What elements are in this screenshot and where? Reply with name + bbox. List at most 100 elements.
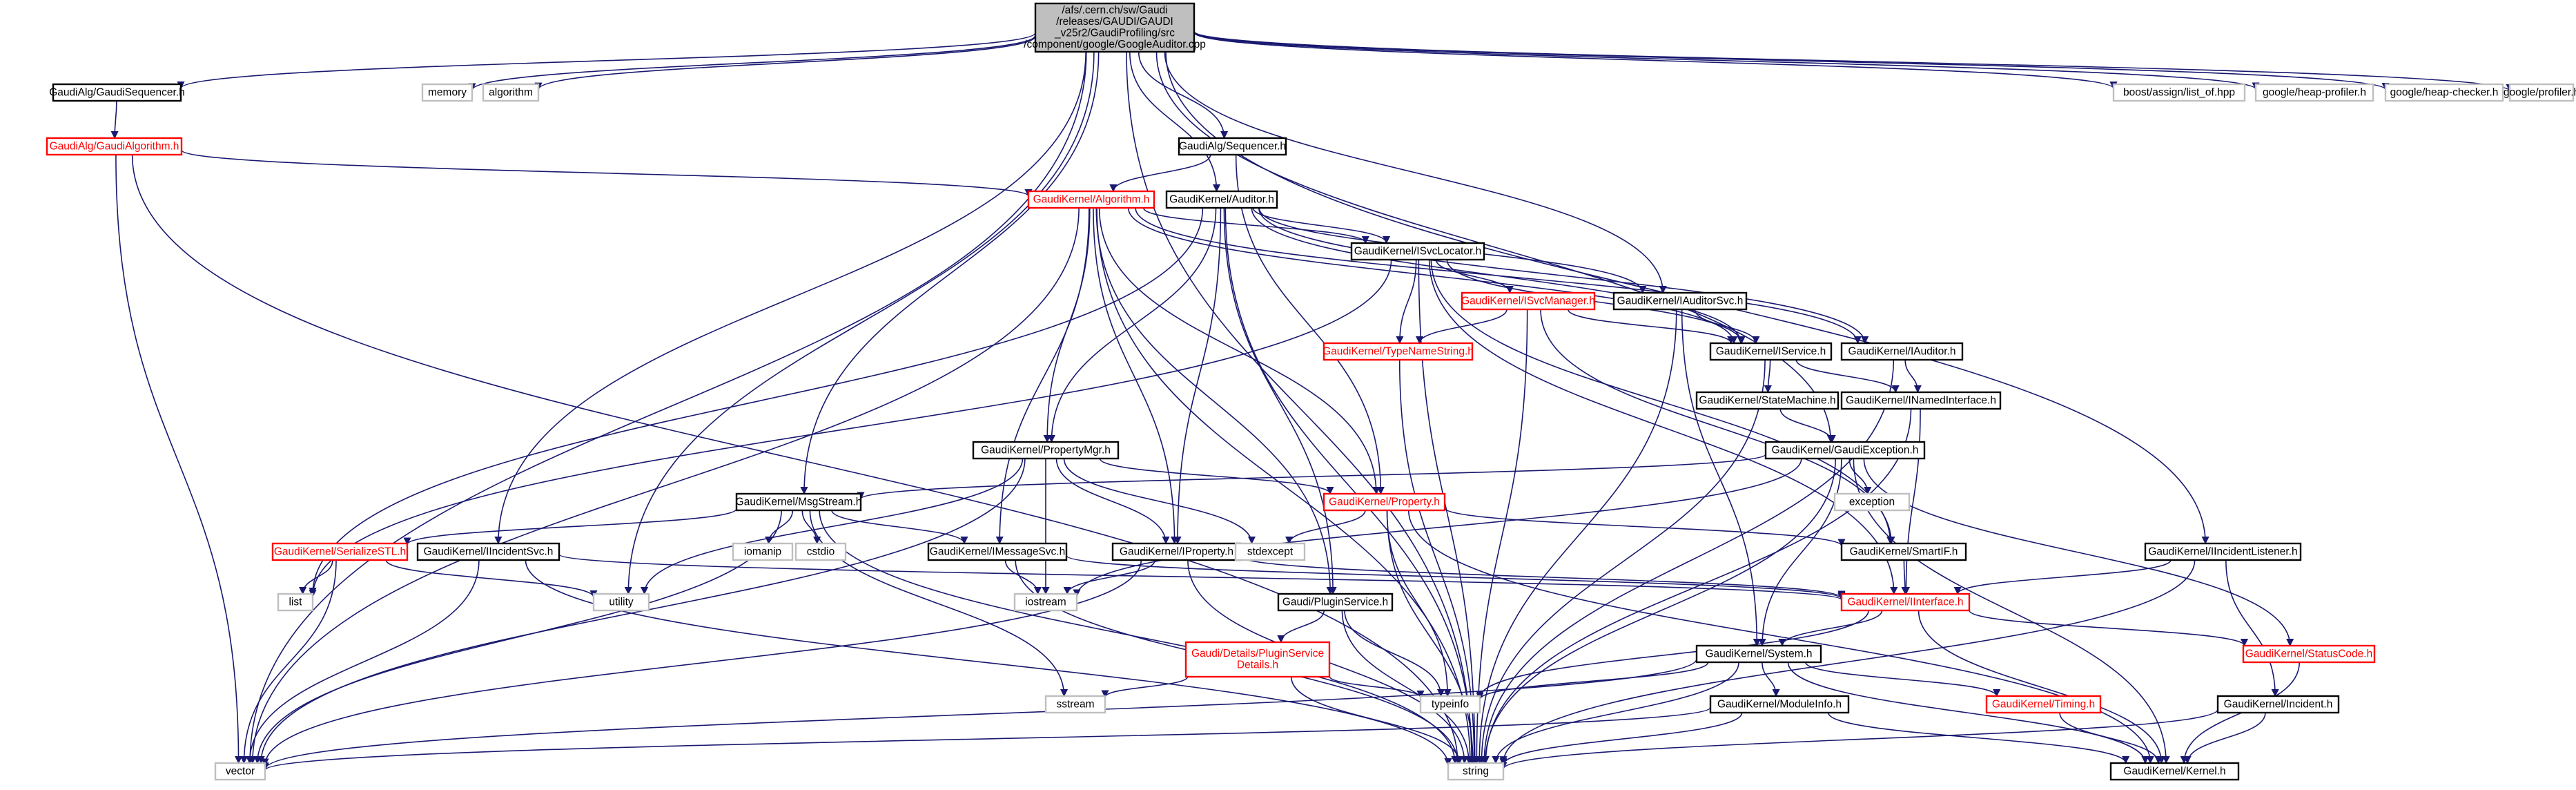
- node-iostream[interactable]: iostream: [1013, 592, 1078, 612]
- node-profiler[interactable]: google/profiler.h: [2504, 83, 2576, 102]
- node-serializestl[interactable]: GaudiKernel/SerializeSTL.h: [271, 542, 409, 561]
- node-typeinfo[interactable]: typeinfo: [1419, 695, 1481, 714]
- edge-iproperty-to-vector: [261, 559, 1142, 767]
- edge-gaudi_algorithm-to-vector: [115, 154, 243, 764]
- node-sequencer[interactable]: GaudiAlg/Sequencer.h: [1178, 137, 1287, 156]
- node-iproperty-box: [1111, 542, 1242, 561]
- node-algorithm_h-box: [1027, 190, 1155, 209]
- node-algorithm[interactable]: algorithm: [482, 83, 540, 102]
- edge-root-to-memory: [468, 35, 1036, 91]
- node-gaudiexception-box: [1764, 441, 1926, 460]
- edge-root-to-gaudi_sequencer: [177, 32, 1036, 90]
- node-property-label-line-0: GaudiKernel/Property.h: [1329, 496, 1440, 508]
- node-cstdio[interactable]: cstdio: [794, 542, 847, 561]
- edge-root-to-sequencer: [1138, 51, 1229, 139]
- edge-timing-to-kernel: [2059, 712, 2163, 764]
- node-moduleinfo[interactable]: GaudiKernel/ModuleInfo.h: [1709, 695, 1850, 714]
- edge-isvclocator-to-iinterface: [1428, 259, 1898, 595]
- node-incident[interactable]: GaudiKernel/Incident.h: [2216, 695, 2340, 714]
- edge-iauditor-to-string: [1480, 359, 1895, 764]
- node-stdexcept-label-line-0: stdexcept: [1247, 546, 1294, 557]
- node-isvcmanager[interactable]: GaudiKernel/ISvcManager.h: [1461, 291, 1596, 311]
- node-iomanip[interactable]: iomanip: [732, 542, 794, 561]
- node-gaudiexception[interactable]: GaudiKernel/GaudiException.h: [1764, 441, 1926, 460]
- edge-incident-to-string: [1499, 709, 2218, 770]
- node-profiler-box: [2508, 83, 2575, 102]
- node-sstream-label-line-0: sstream: [1056, 698, 1094, 710]
- node-root[interactable]: /afs/.cern.ch/sw/Gaudi/releases/GAUDI/GA…: [1024, 2, 1206, 53]
- node-string[interactable]: string: [1447, 762, 1505, 781]
- node-boost_list_of[interactable]: boost/assign/list_of.hpp: [2112, 83, 2246, 102]
- node-iauditor[interactable]: GaudiKernel/IAuditor.h: [1840, 342, 1964, 361]
- edge-algorithm_h-to-string: [1096, 207, 1474, 764]
- edge-algorithm_h-to-vector: [248, 207, 1080, 764]
- node-gaudi_algorithm[interactable]: GaudiAlg/GaudiAlgorithm.h: [46, 137, 183, 156]
- edge-iincidentsvc-to-string: [525, 559, 1452, 767]
- node-string-label-line-0: string: [1463, 765, 1489, 777]
- node-layer: /afs/.cern.ch/sw/Gaudi/releases/GAUDI/GA…: [46, 2, 2576, 781]
- edge-algorithm_h-to-iproperty: [1093, 207, 1179, 545]
- node-iomanip-label-line-0: iomanip: [744, 546, 781, 557]
- node-imessagesvc[interactable]: GaudiKernel/IMessageSvc.h: [927, 542, 1068, 561]
- node-isvclocator-box: [1350, 242, 1485, 261]
- node-inamedinterface[interactable]: GaudiKernel/INamedInterface.h: [1840, 391, 2002, 410]
- node-memory-box: [421, 83, 474, 102]
- node-timing[interactable]: GaudiKernel/Timing.h: [1985, 695, 2102, 714]
- node-typenamestring[interactable]: GaudiKernel/TypeNameString.h: [1323, 342, 1474, 361]
- node-inamedinterface-label-line-0: GaudiKernel/INamedInterface.h: [1846, 394, 1996, 406]
- edge-moduleinfo-to-string: [1499, 712, 1743, 767]
- node-stdexcept[interactable]: stdexcept: [1234, 542, 1306, 561]
- node-incident-box: [2216, 695, 2340, 714]
- node-list[interactable]: list: [277, 592, 314, 612]
- edge-pluginservice-to-pluginservicedetails: [1277, 610, 1325, 644]
- node-iincidentlistener[interactable]: GaudiKernel/IIncidentListener.h: [2144, 542, 2302, 561]
- node-gaudi_sequencer-label-line-0: GaudiAlg/GaudiSequencer.h: [49, 86, 184, 98]
- node-exception[interactable]: exception: [1833, 492, 1911, 512]
- edge-isvcmanager-to-string: [1472, 309, 1528, 764]
- node-statemachine[interactable]: GaudiKernel/StateMachine.h: [1695, 391, 1840, 410]
- node-typenamestring-label-line-0: GaudiKernel/TypeNameString.h: [1323, 345, 1474, 357]
- node-timing-box: [1985, 695, 2102, 714]
- node-vector[interactable]: vector: [214, 762, 266, 781]
- node-iostream-box: [1013, 592, 1078, 612]
- node-memory[interactable]: memory: [421, 83, 474, 102]
- edge-root-to-iauditorsvc: [1164, 51, 1667, 294]
- node-sstream[interactable]: sstream: [1044, 695, 1106, 714]
- edge-pluginservicedetails-to-string: [1290, 676, 1464, 764]
- node-auditor_h[interactable]: GaudiKernel/Auditor.h: [1165, 190, 1278, 209]
- node-system[interactable]: GaudiKernel/System.h: [1695, 644, 1822, 664]
- edge-system-to-timing: [1805, 662, 2001, 697]
- node-iservice[interactable]: GaudiKernel/IService.h: [1709, 342, 1833, 361]
- node-algorithm_h[interactable]: GaudiKernel/Algorithm.h: [1027, 190, 1155, 209]
- node-auditor_h-box: [1165, 190, 1278, 209]
- node-iostream-label-line-0: iostream: [1025, 596, 1066, 608]
- node-iauditorsvc[interactable]: GaudiKernel/IAuditorSvc.h: [1612, 291, 1748, 311]
- node-msgstream[interactable]: GaudiKernel/MsgStream.h: [736, 492, 862, 512]
- node-iproperty[interactable]: GaudiKernel/IProperty.h: [1111, 542, 1242, 561]
- node-statuscode[interactable]: GaudiKernel/StatusCode.h: [2242, 644, 2376, 664]
- node-iincidentsvc[interactable]: GaudiKernel/IIncidentSvc.h: [416, 542, 560, 561]
- node-utility[interactable]: utility: [592, 592, 650, 612]
- node-heap_profiler[interactable]: google/heap-profiler.h: [2254, 83, 2374, 102]
- node-isvclocator[interactable]: GaudiKernel/ISvcLocator.h: [1350, 242, 1485, 261]
- node-iincidentsvc-label-line-0: GaudiKernel/IIncidentSvc.h: [424, 546, 554, 557]
- node-heap_checker[interactable]: google/heap-checker.h: [2384, 83, 2504, 102]
- node-statemachine-box: [1695, 391, 1840, 410]
- edge-iauditor-to-inamedinterface: [1904, 359, 1922, 394]
- node-pluginservice[interactable]: Gaudi/PluginService.h: [1277, 592, 1394, 612]
- edge-property-to-smartif: [1444, 507, 1846, 547]
- node-propertymgr[interactable]: GaudiKernel/PropertyMgr.h: [972, 441, 1120, 460]
- node-property[interactable]: GaudiKernel/Property.h: [1323, 492, 1446, 512]
- node-iauditor-label-line-0: GaudiKernel/IAuditor.h: [1848, 345, 1956, 357]
- edge-gaudiexception-to-kernel: [1853, 458, 2170, 764]
- edge-root-to-profiler: [1193, 30, 2514, 93]
- node-heap_checker-label-line-0: google/heap-checker.h: [2390, 86, 2499, 98]
- node-iinterface[interactable]: GaudiKernel/IInterface.h: [1840, 592, 1971, 612]
- node-algorithm_h-label-line-0: GaudiKernel/Algorithm.h: [1033, 193, 1150, 205]
- node-kernel[interactable]: GaudiKernel/Kernel.h: [2109, 762, 2240, 781]
- node-smartif[interactable]: GaudiKernel/SmartIF.h: [1840, 542, 1967, 561]
- edge-root-to-string: [1126, 51, 1476, 764]
- node-gaudi_sequencer[interactable]: GaudiAlg/GaudiSequencer.h: [49, 83, 185, 102]
